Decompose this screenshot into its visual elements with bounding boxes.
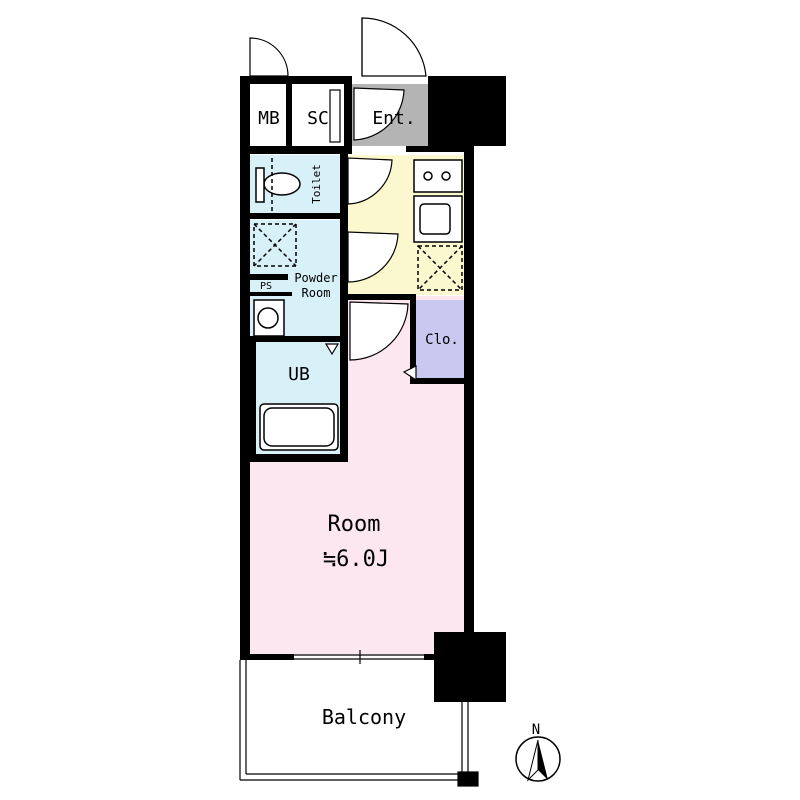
entrance-label: Ent.: [372, 108, 415, 129]
burner-right-icon: [441, 171, 451, 181]
balcony-window: [294, 650, 424, 664]
ps-label: PS: [260, 281, 272, 292]
powder-room-label-line1: Powder: [294, 271, 337, 285]
wall-south-left: [240, 654, 294, 660]
wall-east: [464, 146, 474, 654]
balcony-label: Balcony: [322, 705, 406, 729]
bathtub: [259, 403, 339, 451]
room-size-label: ≒6.0J: [323, 547, 389, 572]
ub-door-marker: [324, 343, 340, 356]
entrance-door: [361, 17, 427, 77]
north-arrow-icon: [538, 740, 548, 780]
closet-door: [402, 365, 417, 382]
wall-entrance-bottom-right: [406, 146, 466, 152]
toilet-door: [347, 157, 393, 205]
wet-fixtures: [253, 158, 339, 451]
kitchen-sink: [413, 195, 463, 243]
compass: N: [515, 722, 561, 782]
burner-left-icon: [423, 171, 433, 181]
walls: [240, 76, 506, 702]
sc-label: SC: [307, 108, 329, 129]
wall-ps: [248, 274, 288, 280]
closet-area: [416, 300, 466, 378]
powder-door: [347, 231, 399, 283]
mb-door: [249, 37, 289, 77]
wall-powder-ub: [248, 336, 342, 342]
basin-bowl-icon: [257, 307, 279, 329]
wall-sc-ent: [344, 84, 352, 146]
ub-label: UB: [288, 364, 310, 385]
north-label: N: [532, 722, 540, 738]
wall-mb-sc: [286, 84, 292, 146]
wall-north-left: [240, 76, 352, 84]
wall-ub-west: [248, 342, 256, 454]
column-southeast: [434, 632, 506, 702]
column-northeast: [428, 76, 506, 146]
washer-space: [253, 223, 297, 267]
sc-door: [329, 89, 341, 143]
wall-wet-east: [340, 154, 348, 460]
powder-room-label-line2: Room: [302, 286, 331, 300]
wall-closet-south: [410, 378, 466, 384]
doors: [249, 17, 427, 382]
toilet-label: Toilet: [310, 164, 323, 204]
sink-basin: [419, 203, 451, 235]
wall-entrance-bottom: [248, 146, 352, 154]
wall-closet-west: [410, 294, 416, 384]
entrance-inner-door: [353, 87, 405, 141]
wall-ps-bottom: [248, 292, 292, 296]
room-door: [349, 301, 409, 361]
wall-south-right: [424, 654, 436, 660]
wall-toilet-powder: [248, 213, 340, 219]
refrigerator-space: [417, 245, 463, 291]
closet-label: Clo.: [425, 332, 459, 348]
kitchen-fixtures: [413, 159, 463, 291]
room-name-label: Room: [328, 512, 381, 537]
toilet-tank: [255, 167, 265, 203]
mb-label: MB: [258, 108, 280, 129]
stove: [413, 159, 463, 193]
wall-west: [240, 76, 250, 658]
balcony-outline: [239, 660, 479, 787]
wall-ub-south: [248, 454, 348, 462]
room-labels: MB SC Ent. Toilet Powder Room PS UB Clo.…: [258, 108, 459, 729]
toilet-bowl-icon: [263, 172, 301, 196]
wall-kitchen-south: [348, 294, 416, 300]
